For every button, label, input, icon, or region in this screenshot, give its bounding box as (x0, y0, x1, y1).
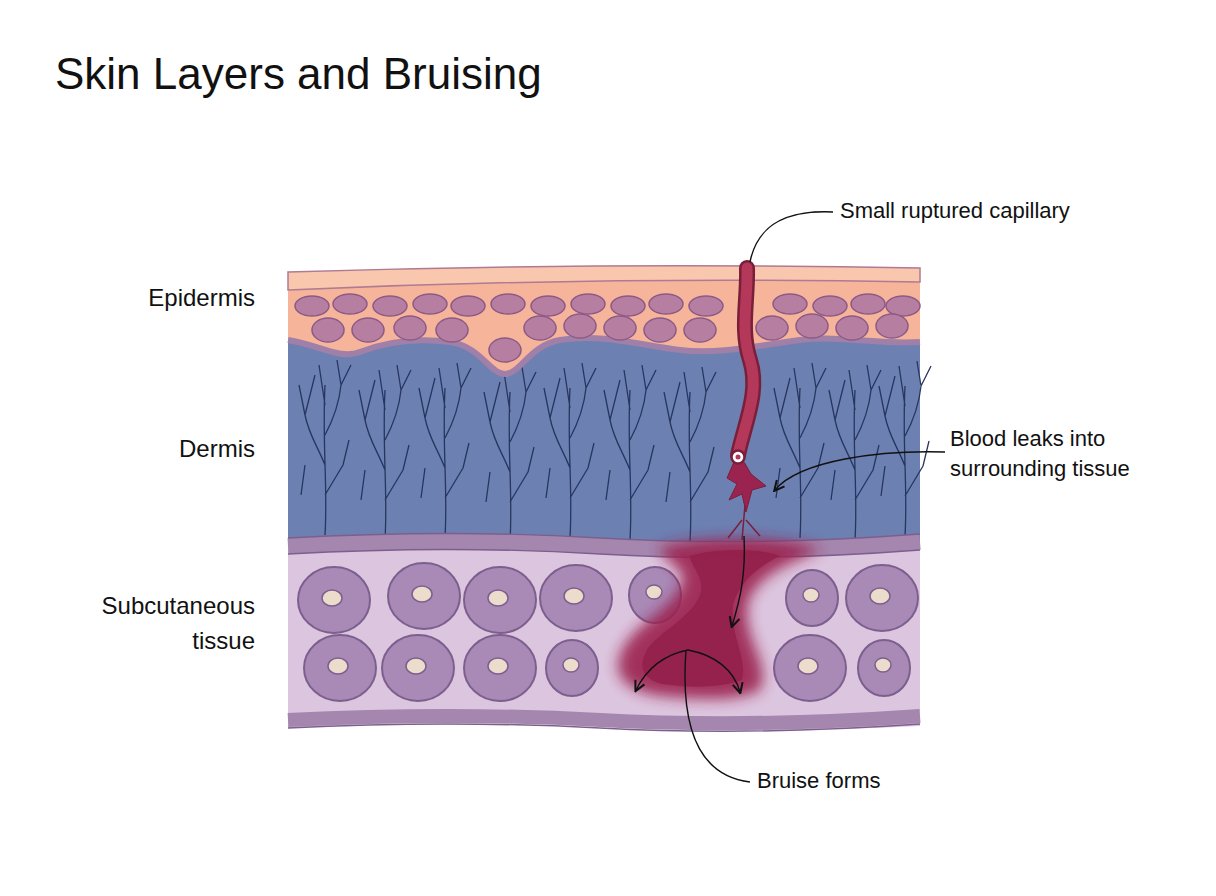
callout-label: Small ruptured capillary (840, 196, 1070, 226)
rupture-core (736, 455, 741, 460)
fat-cells (298, 563, 918, 701)
skin-layer-band: Epidermis (40, 272, 920, 350)
arrow (775, 452, 945, 490)
arrow (636, 650, 688, 690)
leader-line (685, 650, 750, 782)
subcutaneous-layer (288, 541, 920, 730)
callout-label: Bruise forms (757, 766, 880, 796)
epidermis-surface (288, 266, 920, 290)
rupture-point (732, 451, 745, 464)
layer-label: Dermis (40, 431, 255, 466)
epidermis-boundary (288, 338, 920, 374)
dermis-fibers (299, 360, 931, 542)
blood-leak (727, 462, 766, 512)
layer-label: Subcutaneous tissue (40, 588, 255, 658)
epidermis-cells (295, 294, 920, 362)
bruise-blood (618, 539, 820, 699)
leader-line (750, 212, 833, 262)
bruise-core (642, 550, 780, 687)
skin-layer-band: Subcutaneous tissue (40, 545, 920, 725)
leak-streaks (728, 505, 760, 540)
layer-label: Epidermis (40, 280, 255, 315)
bottom-membrane (288, 716, 920, 723)
arrow (732, 536, 744, 626)
bottom-edge (288, 724, 920, 731)
capillary (738, 268, 753, 455)
capillary-wall (738, 268, 753, 455)
arrow (688, 650, 740, 692)
dermis-membrane-edge (288, 534, 920, 558)
dermis-layer (288, 330, 920, 547)
skin-layer-band: Dermis (40, 350, 920, 545)
dermis-membrane (288, 542, 920, 550)
diagram-title: Skin Layers and Bruising (55, 48, 542, 100)
callout-label: Blood leaks into surrounding tissue (950, 424, 1190, 484)
